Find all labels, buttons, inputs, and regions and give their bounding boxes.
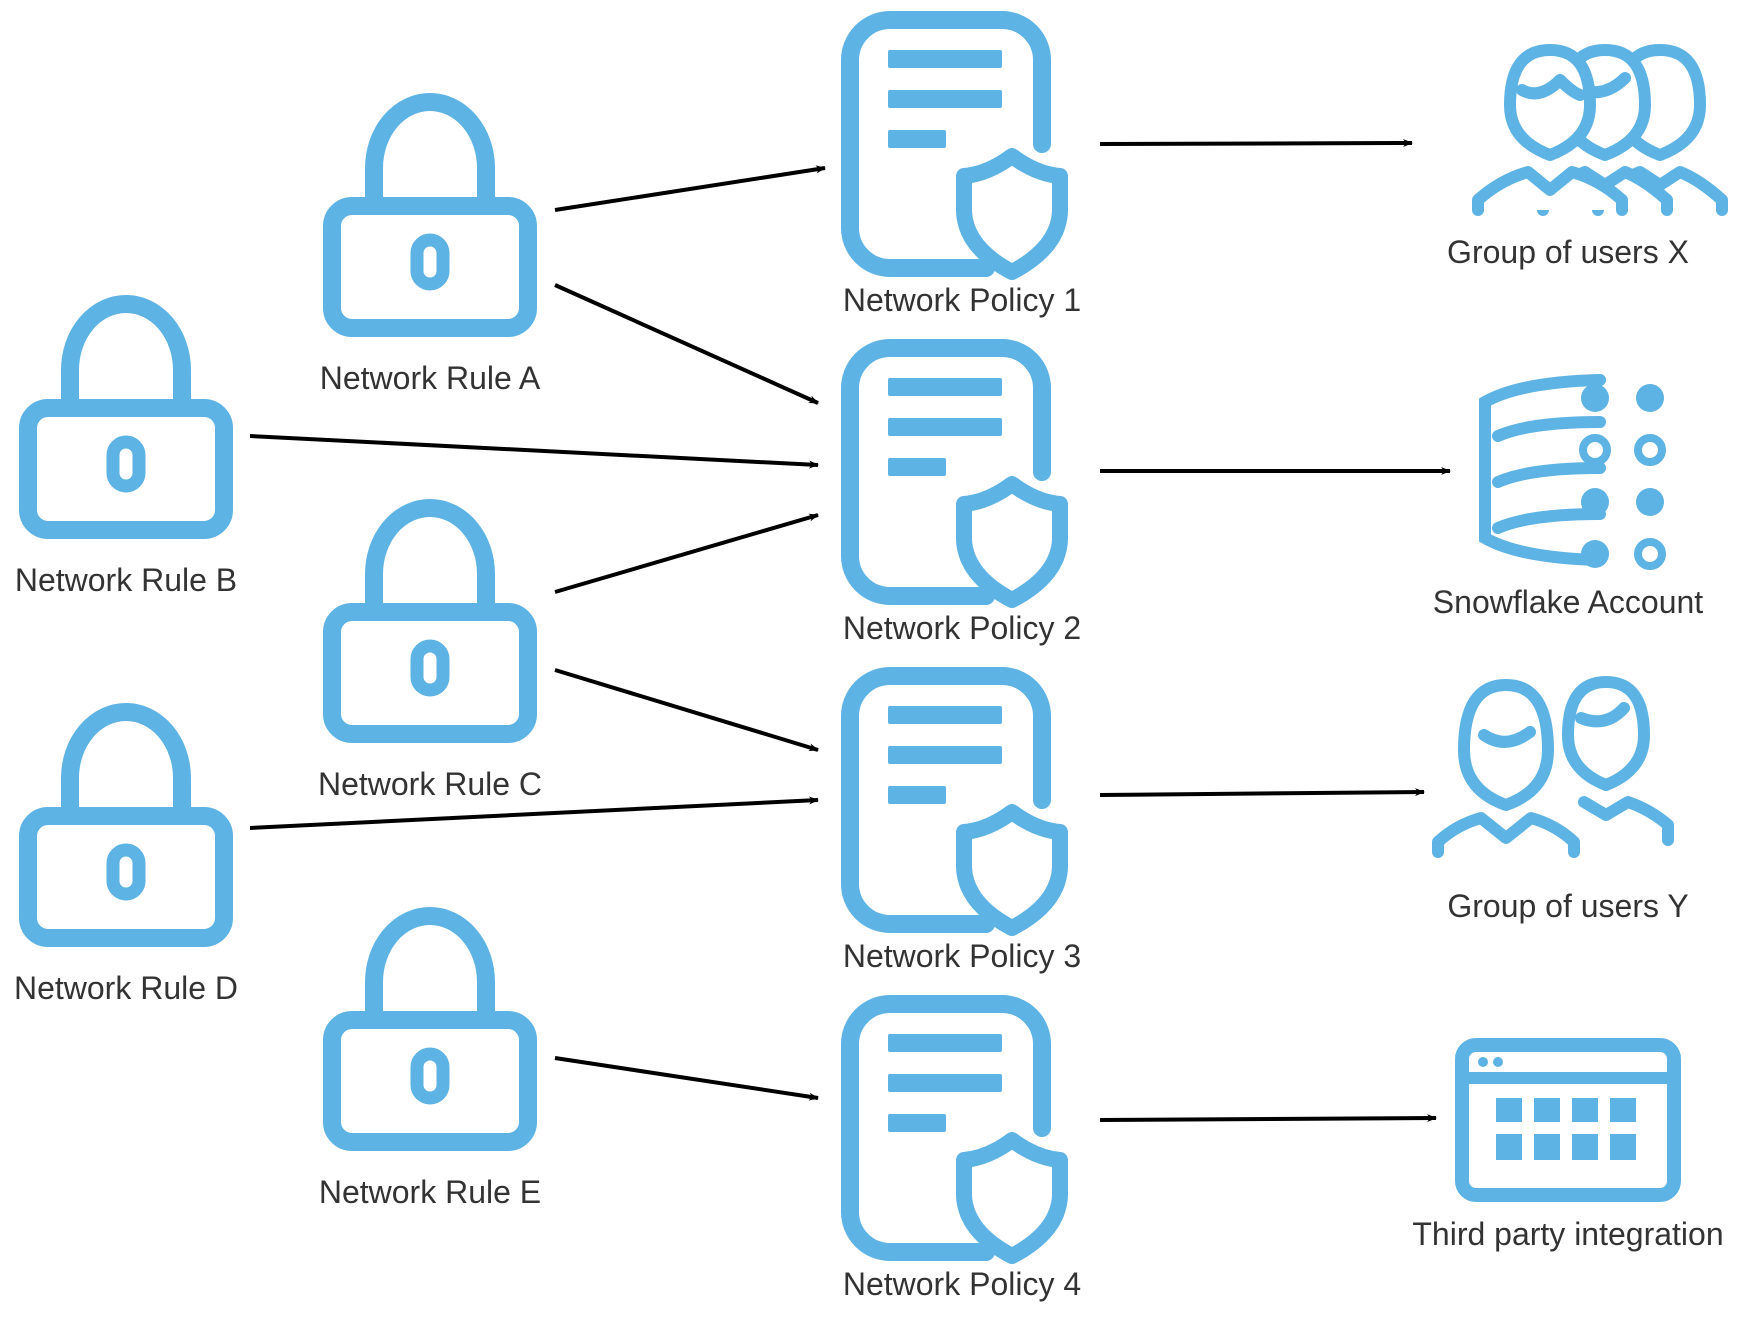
rule-label-a: Network Rule A — [319, 360, 541, 396]
lock-icon — [28, 304, 224, 530]
app-grid-icon — [1462, 1045, 1674, 1195]
edge-policy-4-to-target-integration — [1099, 1114, 1437, 1123]
target-label-account: Snowflake Account — [1432, 584, 1704, 620]
policy-document-shield-icon — [850, 676, 1060, 928]
policy-label-2: Network Policy 2 — [842, 610, 1082, 646]
database-icon — [1485, 380, 1664, 568]
policy-document-shield-icon — [850, 1004, 1060, 1256]
rule-label-e: Network Rule E — [318, 1174, 542, 1210]
lock-icon — [332, 508, 528, 734]
edge-rule-A-to-policy-2 — [554, 283, 819, 405]
policy-label-3: Network Policy 3 — [842, 938, 1082, 974]
edge-rule-C-to-policy-2 — [554, 513, 819, 594]
target-label-users-x: Group of users X — [1447, 234, 1689, 270]
rule-label-c: Network Rule C — [317, 766, 543, 802]
policy-document-shield-icon — [850, 20, 1060, 272]
rule-label-b: Network Rule B — [14, 562, 238, 598]
lock-icon — [28, 712, 224, 938]
edge-rule-A-to-policy-1 — [554, 165, 826, 212]
edge-rule-C-to-policy-3 — [554, 668, 819, 752]
user-pair-icon — [1438, 682, 1668, 852]
policy-document-shield-icon — [850, 348, 1060, 600]
target-label-users-y: Group of users Y — [1447, 888, 1689, 924]
user-group-icon — [1478, 50, 1722, 210]
lock-icon — [332, 102, 528, 328]
edge-policy-1-to-target-users-x — [1099, 139, 1413, 148]
edge-rule-B-to-policy-2 — [249, 434, 819, 469]
policy-label-4: Network Policy 4 — [842, 1266, 1082, 1302]
rule-label-d: Network Rule D — [13, 970, 239, 1006]
edge-policy-3-to-target-users-y — [1099, 788, 1425, 797]
edge-rule-E-to-policy-4 — [554, 1056, 819, 1101]
target-label-integration: Third party integration — [1412, 1216, 1724, 1252]
lock-icon — [332, 916, 528, 1142]
edges-layer — [249, 139, 1451, 1123]
edge-rule-D-to-policy-3 — [249, 796, 819, 830]
policy-label-1: Network Policy 1 — [842, 282, 1082, 318]
